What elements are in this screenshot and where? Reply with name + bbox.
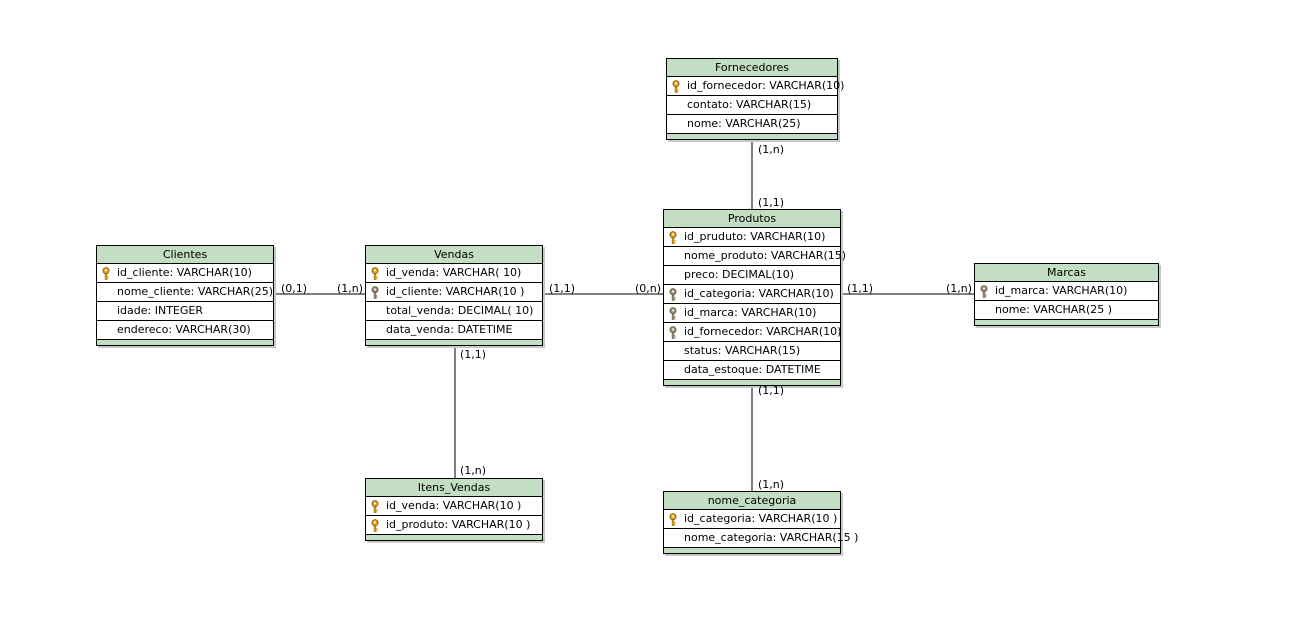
field-text: status: VARCHAR(15) — [684, 344, 801, 357]
field-text: id_pruduto: VARCHAR(10) — [684, 230, 826, 243]
entity-field[interactable]: nome_categoria: VARCHAR(15 ) — [664, 529, 858, 548]
entity-field[interactable]: id_fornecedor: VARCHAR(10) — [664, 323, 842, 342]
entity-field[interactable]: id_categoria: VARCHAR(10 ) — [664, 510, 840, 529]
entity-field[interactable]: id_venda: VARCHAR(10 ) — [366, 497, 542, 516]
entity-nome-categoria[interactable]: nome_categoria id_categoria: VARCHAR(10 … — [663, 491, 858, 554]
entity-field[interactable]: id_produto: VARCHAR(10 ) — [366, 516, 542, 535]
entity-clientes-title: Clientes — [97, 246, 273, 264]
cardinality-label: (1,1) — [460, 348, 487, 361]
entity-footer — [664, 548, 840, 553]
foreign-key-icon — [668, 326, 678, 339]
entity-marcas-title: Marcas — [975, 264, 1158, 282]
field-text: id_cliente: VARCHAR(10) — [117, 266, 252, 279]
entity-field[interactable]: status: VARCHAR(15) — [664, 342, 840, 361]
field-text: id_venda: VARCHAR(10 ) — [386, 499, 522, 512]
primary-key-icon — [668, 513, 678, 526]
entity-marcas[interactable]: Marcas id_marca: VARCHAR(10) nome: VARCHA… — [974, 263, 1159, 326]
entity-field[interactable]: nome: VARCHAR(25 ) — [975, 301, 1158, 320]
field-text: id_marca: VARCHAR(10) — [995, 284, 1128, 297]
field-text: total_venda: DECIMAL( 10) — [386, 304, 534, 317]
cardinality-label: (1,n) — [758, 478, 785, 491]
field-text: nome: VARCHAR(25 ) — [995, 303, 1113, 316]
foreign-key-icon — [979, 285, 989, 298]
entity-field[interactable]: data_venda: DATETIME — [366, 321, 542, 340]
entity-vendas[interactable]: Vendas id_venda: VARCHAR( 10) id_cliente:… — [365, 245, 543, 346]
field-text: nome_categoria: VARCHAR(15 ) — [684, 531, 859, 544]
primary-key-icon — [668, 231, 678, 244]
cardinality-label: (0,1) — [281, 282, 308, 295]
primary-key-icon — [370, 267, 380, 280]
entity-field[interactable]: id_cliente: VARCHAR(10 ) — [366, 283, 542, 302]
entity-field[interactable]: endereco: VARCHAR(30) — [97, 321, 273, 340]
entity-footer — [975, 320, 1158, 325]
entity-vendas-title: Vendas — [366, 246, 542, 264]
entity-footer — [667, 134, 837, 139]
entity-fornecedores[interactable]: Fornecedores id_fornecedor: VARCHAR(10) c… — [666, 58, 844, 140]
entity-field[interactable]: data_estoque: DATETIME — [664, 361, 840, 380]
field-text: id_marca: VARCHAR(10) — [684, 306, 817, 319]
cardinality-label: (1,1) — [549, 282, 576, 295]
entity-field[interactable]: id_venda: VARCHAR( 10) — [366, 264, 542, 283]
entity-field[interactable]: nome: VARCHAR(25) — [667, 115, 837, 134]
foreign-key-icon — [668, 307, 678, 320]
field-text: nome: VARCHAR(25) — [687, 117, 801, 130]
field-text: endereco: VARCHAR(30) — [117, 323, 251, 336]
cardinality-label: (1,n) — [758, 143, 785, 156]
field-text: nome_produto: VARCHAR(15) — [684, 249, 847, 262]
field-text: preco: DECIMAL(10) — [684, 268, 795, 281]
primary-key-icon — [671, 80, 681, 93]
cardinality-label: (1,n) — [946, 282, 973, 295]
foreign-key-icon — [370, 286, 380, 299]
entity-produtos-title: Produtos — [664, 210, 840, 228]
field-text: idade: INTEGER — [117, 304, 203, 317]
field-text: id_categoria: VARCHAR(10 ) — [684, 512, 838, 525]
cardinality-label: (0,n) — [635, 282, 662, 295]
field-text: id_cliente: VARCHAR(10 ) — [386, 285, 525, 298]
entity-field[interactable]: nome_produto: VARCHAR(15) — [664, 247, 846, 266]
entity-footer — [664, 380, 840, 385]
field-text: id_venda: VARCHAR( 10) — [386, 266, 522, 279]
cardinality-label: (1,1) — [847, 282, 874, 295]
cardinality-label: (1,n) — [337, 282, 364, 295]
cardinality-label: (1,n) — [460, 464, 487, 477]
entity-field[interactable]: idade: INTEGER — [97, 302, 273, 321]
entity-fornecedores-title: Fornecedores — [667, 59, 837, 77]
entity-field[interactable]: preco: DECIMAL(10) — [664, 266, 840, 285]
entity-produtos[interactable]: Produtos id_pruduto: VARCHAR(10) nome_pro… — [663, 209, 846, 386]
cardinality-label: (1,1) — [758, 196, 785, 209]
entity-itens-vendas-title: Itens_Vendas — [366, 479, 542, 497]
entity-field[interactable]: id_pruduto: VARCHAR(10) — [664, 228, 840, 247]
entity-itens-vendas[interactable]: Itens_Vendas id_venda: VARCHAR(10 ) id_pr… — [365, 478, 543, 541]
primary-key-icon — [101, 267, 111, 280]
entity-clientes[interactable]: Clientes id_cliente: VARCHAR(10) nome_cli… — [96, 245, 274, 346]
entity-footer — [366, 535, 542, 540]
entity-field[interactable]: nome_cliente: VARCHAR(25) — [97, 283, 273, 302]
field-text: id_fornecedor: VARCHAR(10) — [684, 325, 842, 338]
field-text: id_fornecedor: VARCHAR(10) — [687, 79, 845, 92]
entity-nome-categoria-title: nome_categoria — [664, 492, 840, 510]
field-text: data_estoque: DATETIME — [684, 363, 821, 376]
primary-key-icon — [370, 500, 380, 513]
entity-field[interactable]: total_venda: DECIMAL( 10) — [366, 302, 542, 321]
entity-field[interactable]: id_marca: VARCHAR(10) — [664, 304, 840, 323]
field-text: id_produto: VARCHAR(10 ) — [386, 518, 531, 531]
entity-footer — [97, 340, 273, 345]
entity-field[interactable]: id_cliente: VARCHAR(10) — [97, 264, 273, 283]
foreign-key-icon — [668, 288, 678, 301]
entity-footer — [366, 340, 542, 345]
entity-field[interactable]: id_categoria: VARCHAR(10) — [664, 285, 840, 304]
field-text: id_categoria: VARCHAR(10) — [684, 287, 834, 300]
field-text: contato: VARCHAR(15) — [687, 98, 812, 111]
field-text: nome_cliente: VARCHAR(25) — [117, 285, 274, 298]
entity-field[interactable]: id_marca: VARCHAR(10) — [975, 282, 1158, 301]
entity-field[interactable]: id_fornecedor: VARCHAR(10) — [667, 77, 844, 96]
field-text: data_venda: DATETIME — [386, 323, 513, 336]
entity-field[interactable]: contato: VARCHAR(15) — [667, 96, 837, 115]
primary-key-icon — [370, 519, 380, 532]
cardinality-label: (1,1) — [758, 384, 785, 397]
